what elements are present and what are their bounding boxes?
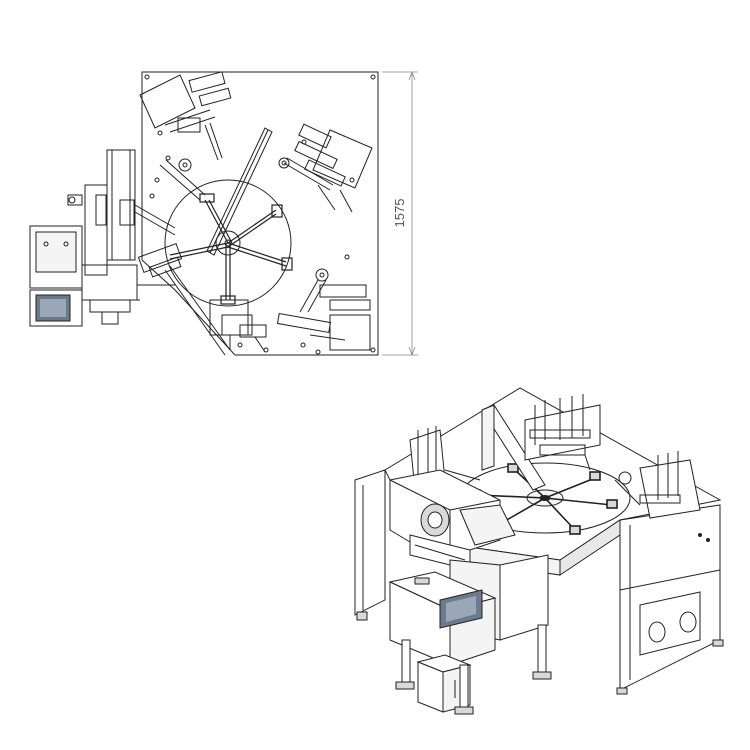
control-panel-top: [29, 225, 175, 327]
iso-legs: [395, 624, 552, 715]
base-plate-outline: [141, 71, 379, 356]
dimension-line: [382, 70, 418, 357]
iso-station-right: [614, 451, 701, 519]
corner-hole: [370, 347, 376, 353]
iso-feeder-assembly: [389, 469, 516, 571]
iso-control-panel: [388, 571, 497, 666]
rotary-hub: [215, 230, 241, 256]
iso-station-back: [524, 394, 601, 471]
radial-arms: [169, 193, 293, 305]
dimension-label: 1575: [392, 199, 407, 228]
station-left-feeder: [67, 149, 231, 356]
isometric-view-drawing: [354, 387, 724, 715]
feed-rail: [206, 127, 273, 256]
iso-right-cabinet: [616, 504, 724, 695]
rotary-table: [164, 179, 292, 307]
rotary-center: [224, 239, 232, 247]
station-upper-right: [278, 123, 373, 213]
iso-left-cabinet: [354, 469, 386, 621]
station-lower-left: [209, 299, 269, 353]
corner-hole: [144, 74, 150, 80]
station-lower-right: [276, 254, 371, 355]
station-upper-left: [139, 71, 232, 201]
corner-hole: [370, 74, 376, 80]
top-view-drawing: [29, 70, 418, 357]
